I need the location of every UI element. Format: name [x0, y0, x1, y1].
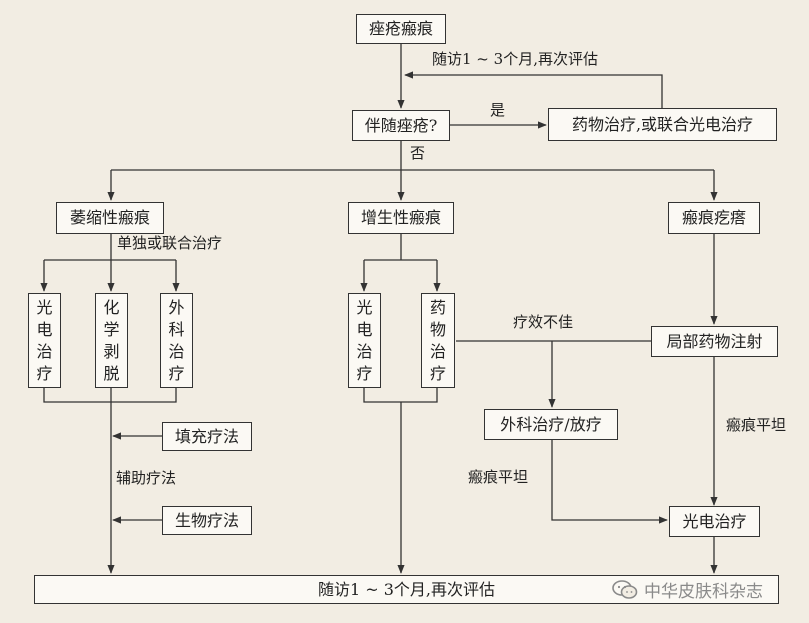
node-atrophic: 萎缩性瘢痕 [56, 202, 164, 234]
node-drug-therapy-2: 药 物 治 疗 [421, 293, 455, 388]
node-atrophic-label: 萎缩性瘢痕 [69, 208, 150, 227]
label-poor-effect: 疗效不佳 [513, 313, 574, 331]
node-followup-bottom: 随访1 ~ 3个月,再次评估 [34, 575, 779, 604]
node-biologic: 生物疗法 [162, 506, 252, 535]
char: 疗 [429, 363, 446, 383]
wechat-icon [612, 579, 638, 600]
node-local-injection-label: 局部药物注射 [666, 331, 763, 351]
node-followup-bottom-label: 随访1 ~ 3个月,再次评估 [317, 579, 496, 599]
node-filler-label: 填充疗法 [174, 426, 239, 446]
node-filler: 填充疗法 [162, 422, 252, 451]
char: 光 [36, 297, 53, 317]
char: 治 [168, 341, 185, 361]
node-surgery-radio-label: 外科治疗/放疗 [500, 414, 602, 434]
node-photo-therapy-1: 光 电 治 疗 [28, 293, 61, 388]
label-yes: 是 [490, 101, 506, 119]
char: 光 [356, 297, 373, 317]
node-with-acne-label: 伴随痤疮? [364, 115, 438, 135]
char: 剥 [103, 341, 120, 361]
char: 疗 [36, 363, 53, 383]
edge-surgery-to-photo [551, 440, 668, 524]
node-surgery-1: 外 科 治 疗 [160, 293, 193, 388]
char: 化 [103, 297, 120, 317]
char: 疗 [356, 363, 373, 383]
label-scar-flat-left: 瘢痕平坦 [468, 468, 529, 486]
node-acne-scar-label: 痤疮瘢痕 [368, 19, 433, 38]
label-no: 否 [410, 144, 426, 162]
char: 治 [429, 341, 446, 361]
char: 脱 [103, 363, 120, 383]
char: 疗 [168, 363, 185, 383]
node-with-acne: 伴随痤疮? [352, 110, 450, 141]
node-keloid-label: 瘢痕疙瘩 [681, 208, 746, 227]
node-drug-therapy: 药物治疗,或联合光电治疗 [548, 108, 777, 141]
label-scar-flat-right: 瘢痕平坦 [726, 416, 787, 434]
node-acne-scar: 痤疮瘢痕 [356, 14, 446, 44]
char: 科 [168, 319, 185, 339]
node-photo-therapy-2: 光 电 治 疗 [348, 293, 381, 388]
node-biologic-label: 生物疗法 [174, 510, 239, 530]
node-hypertrophic: 增生性瘢痕 [348, 202, 454, 234]
watermark: 中华皮肤科杂志 [612, 577, 763, 602]
char: 学 [103, 319, 120, 339]
node-photo-therapy-3: 光电治疗 [669, 506, 760, 537]
edge-followup-loop [404, 71, 663, 108]
node-photo-therapy-3-label: 光电治疗 [682, 511, 747, 531]
node-keloid: 瘢痕疙瘩 [668, 202, 760, 234]
node-hypertrophic-label: 增生性瘢痕 [360, 208, 441, 227]
label-single-or-combined: 单独或联合治疗 [117, 234, 223, 252]
char: 外 [168, 297, 185, 317]
node-chemical-peel: 化 学 剥 脱 [95, 293, 128, 388]
char: 电 [356, 319, 373, 339]
node-surgery-radio: 外科治疗/放疗 [484, 409, 618, 440]
char: 治 [36, 341, 53, 361]
node-local-injection: 局部药物注射 [651, 326, 778, 357]
watermark-text: 中华皮肤科杂志 [644, 582, 763, 602]
char: 药 [429, 297, 446, 317]
label-followup-top: 随访1 ~ 3个月,再次评估 [432, 50, 598, 68]
char: 物 [429, 319, 446, 339]
char: 治 [356, 341, 373, 361]
node-drug-therapy-label: 药物治疗,或联合光电治疗 [571, 114, 754, 134]
char: 电 [36, 319, 53, 339]
label-adjuvant: 辅助疗法 [116, 469, 177, 487]
